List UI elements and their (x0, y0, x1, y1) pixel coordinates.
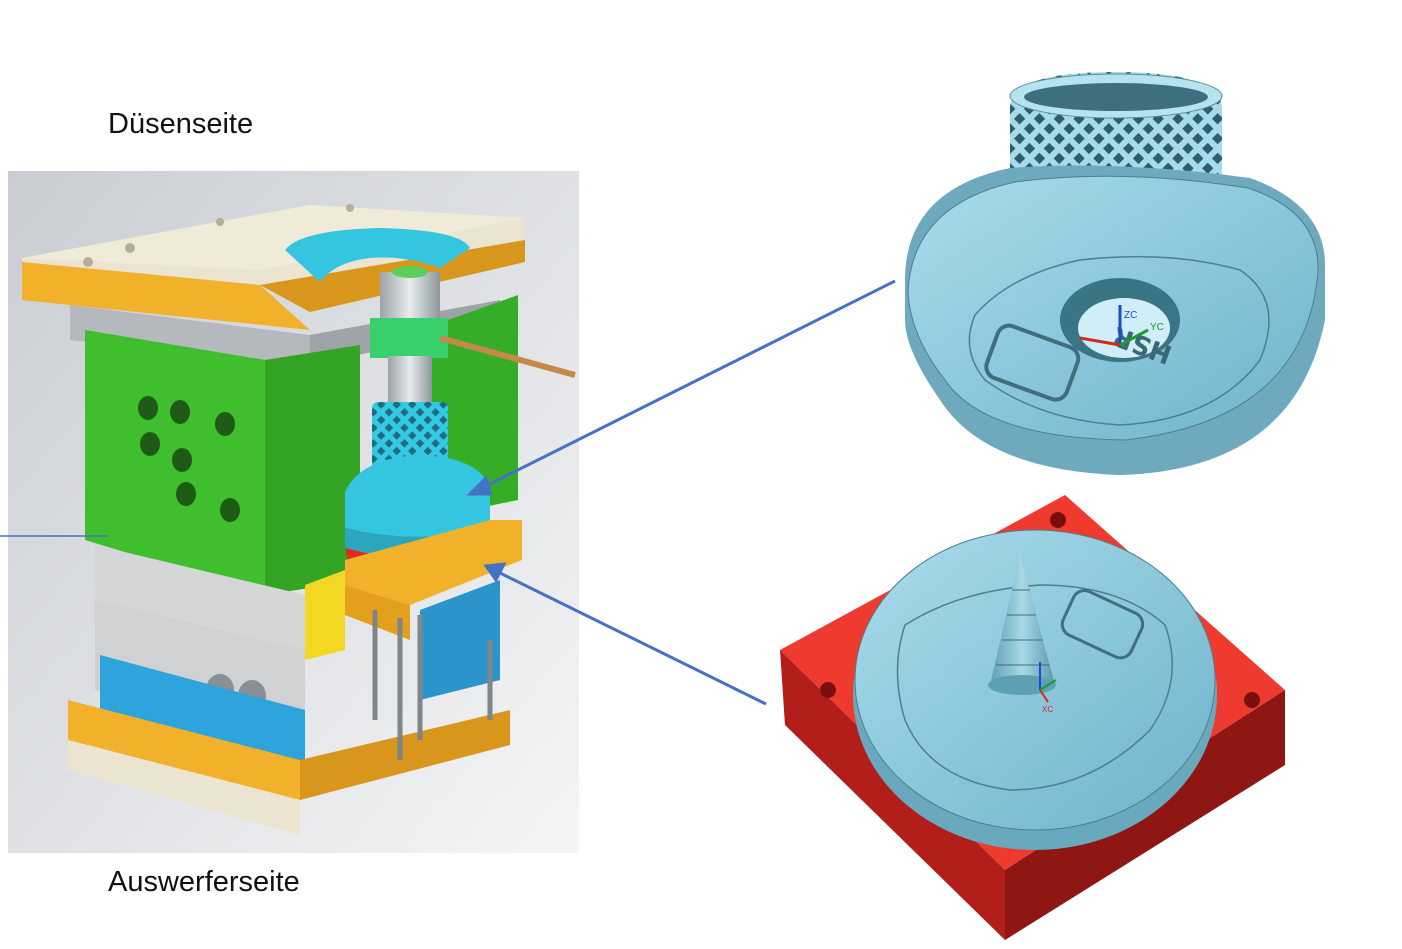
nozzle-side-insert-render: HSR ZC YC (905, 72, 1325, 476)
mold-assembly-render (8, 171, 579, 853)
axis-x-label: XC (1042, 705, 1053, 714)
nozzle-side-label: Düsenseite (108, 108, 254, 140)
axis-z-label: ZC (1124, 310, 1137, 321)
arrow-head-ejector (483, 562, 507, 583)
arrow-to-ejector-insert (497, 570, 767, 706)
connector-arrows (0, 279, 896, 706)
arrow-to-nozzle-insert (481, 279, 896, 490)
ejector-side-insert-render: XC (780, 495, 1285, 940)
arrow-head-nozzle (466, 475, 492, 496)
ejector-side-label: Auswerferseite (108, 866, 300, 898)
axis-y-label: YC (1150, 322, 1164, 333)
